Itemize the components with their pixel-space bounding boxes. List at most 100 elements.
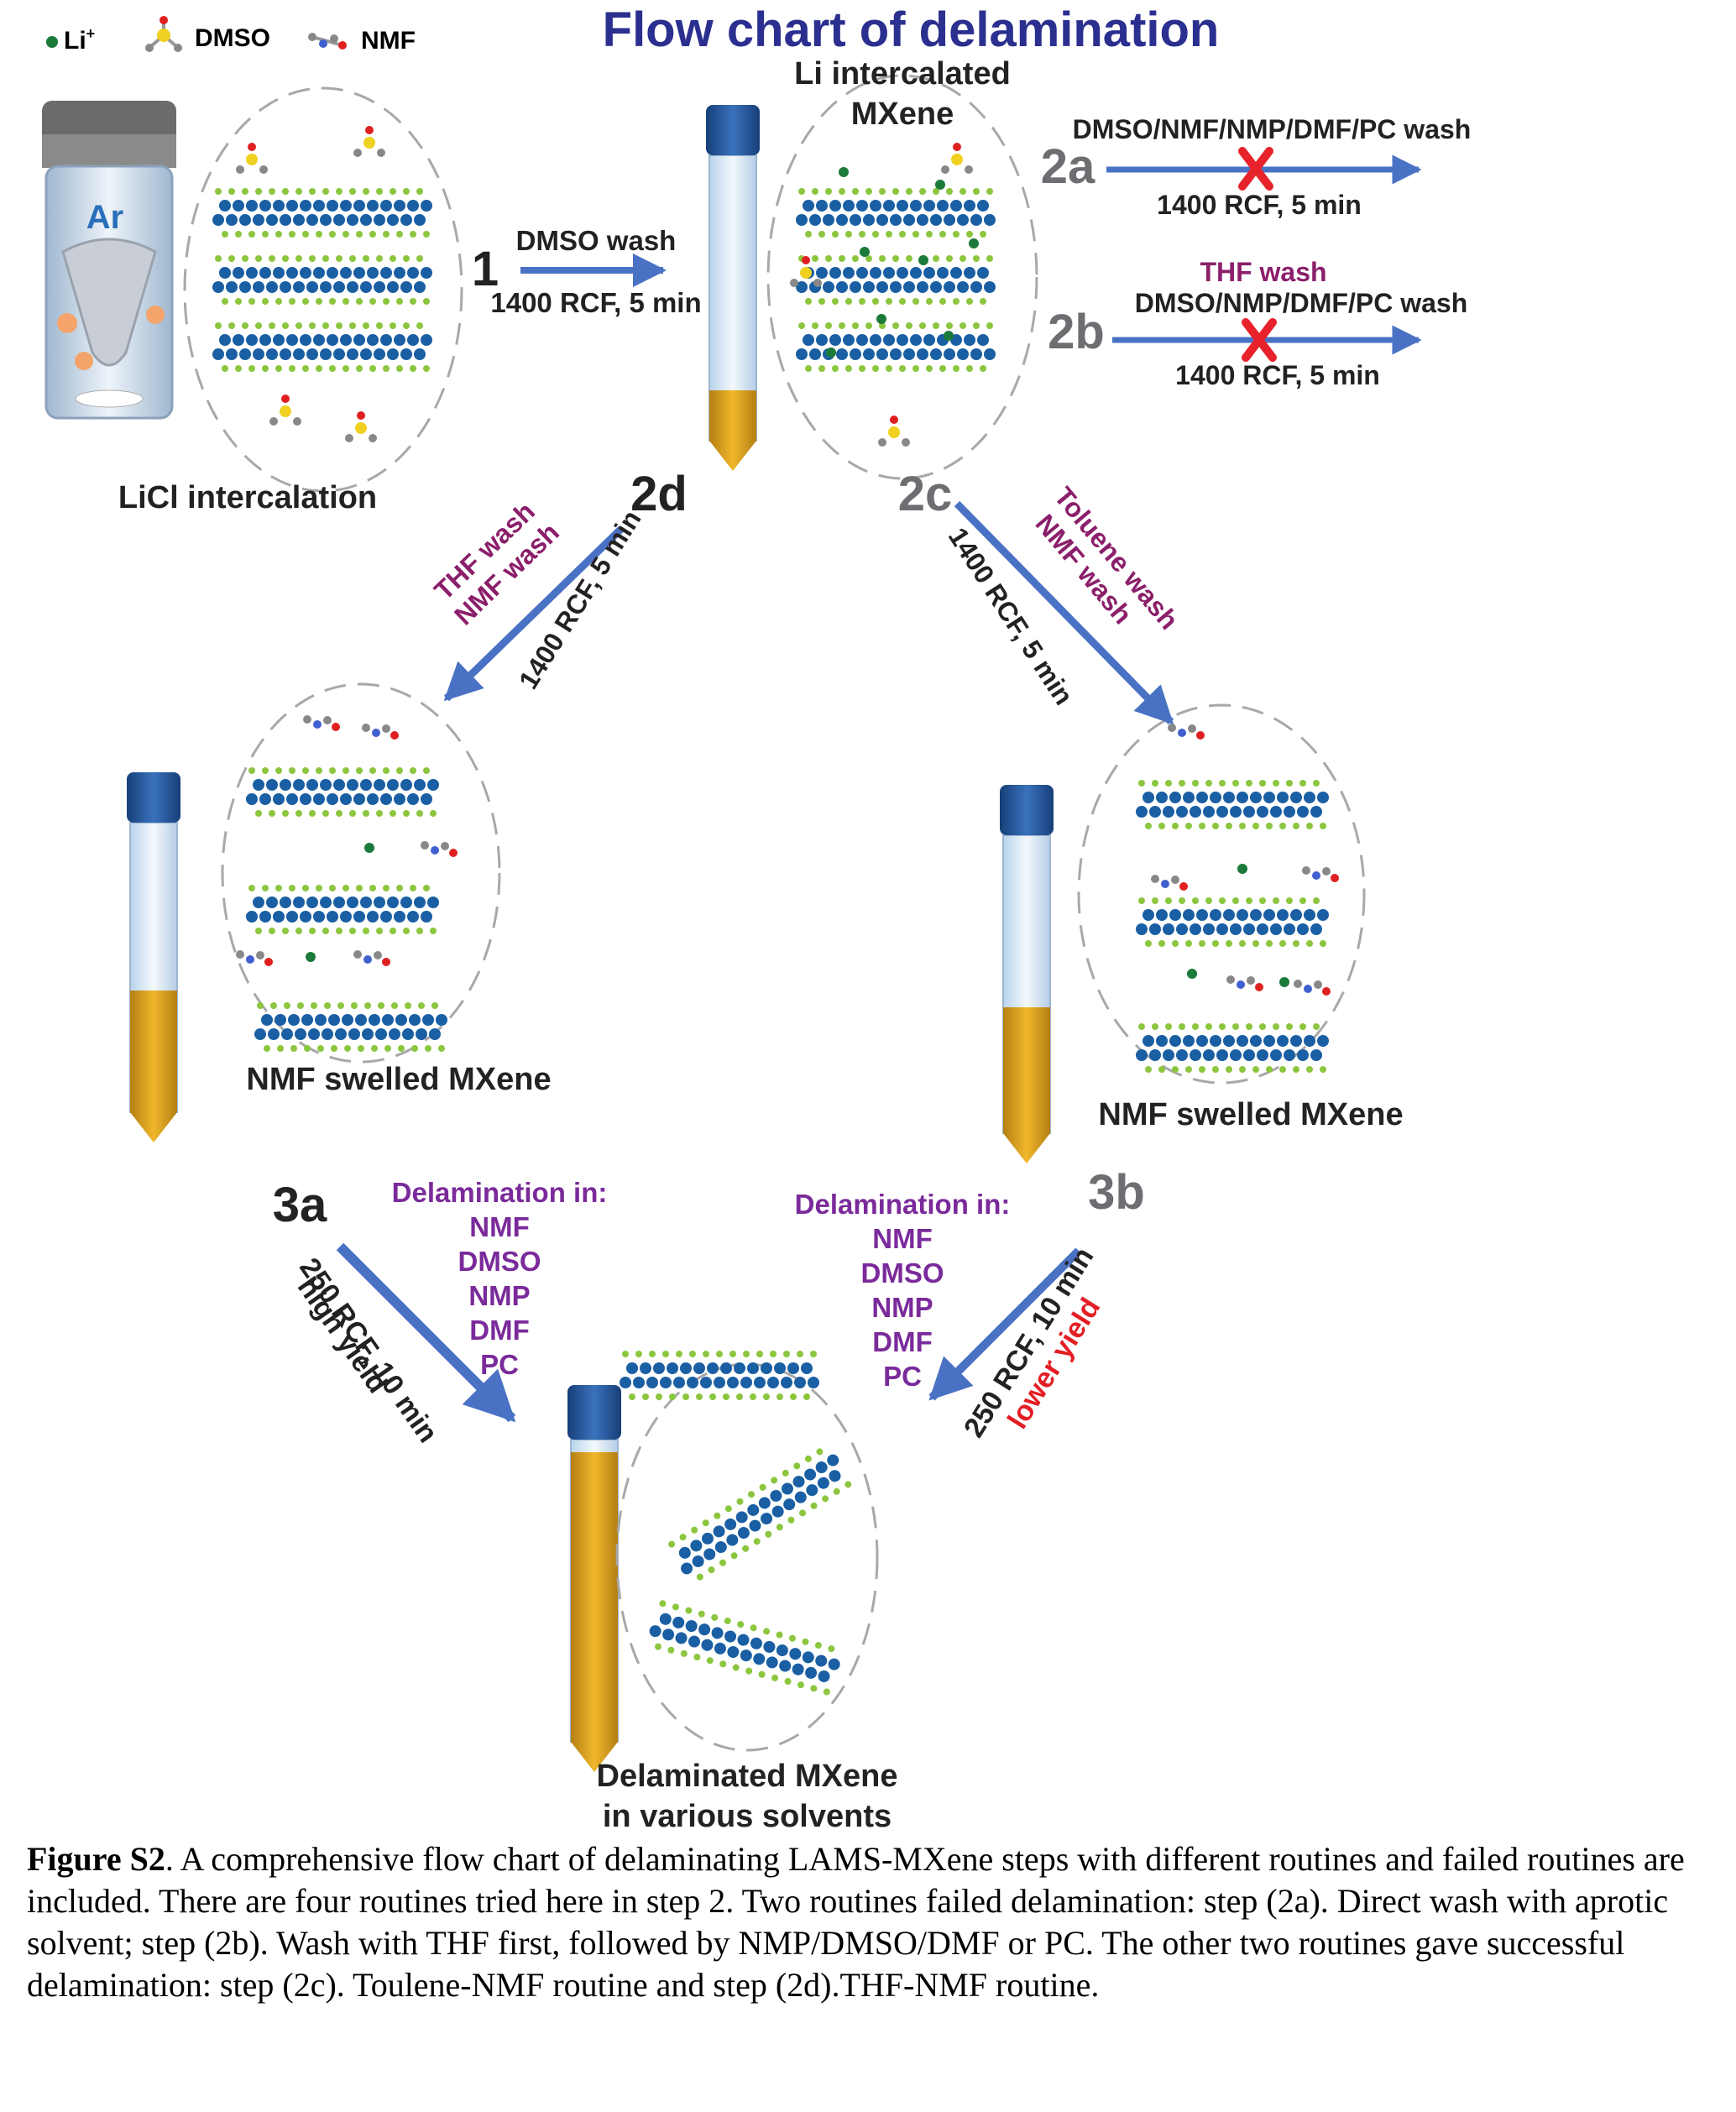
delaminated-tube (567, 1385, 621, 1772)
li-ion (860, 247, 870, 257)
dmso-molecule (236, 143, 268, 174)
solvent-left-1: NMF (469, 1211, 529, 1242)
mxene-sheet-tl-1 (212, 188, 432, 238)
li-mxene-label-line1: Li intercalated (794, 56, 1011, 91)
legend: Li+ DMSO NMF (46, 16, 416, 55)
li-ion (1187, 969, 1197, 979)
nmf-left-zoom-ellipse (221, 682, 501, 1064)
mxene-sheet-tl-3 (212, 322, 432, 372)
li-ion (1237, 864, 1247, 874)
step2c-arrow (954, 500, 1174, 725)
step2b-top-label-2: DMSO/NMP/DMF/PC wash (1135, 288, 1467, 318)
delaminated-sheet-3 (649, 1600, 840, 1696)
nmf-molecule (362, 724, 399, 740)
mxene-sheet-ml-1 (246, 767, 439, 817)
dmso-molecule (353, 126, 385, 157)
licl-intercalation-label: LiCl intercalation (118, 480, 377, 515)
solvent-right-4: DMF (872, 1326, 932, 1357)
nmf-swelled-left-label: NMF swelled MXene (246, 1062, 551, 1097)
dmso-molecule (941, 143, 973, 174)
li-ion (306, 952, 316, 962)
step1-top-label: DMSO wash (516, 225, 677, 256)
nmf-left-tube (127, 772, 180, 1142)
mxene-illustrations (127, 74, 1366, 1772)
nmf-molecule-icon (308, 33, 347, 50)
solvent-left-5: PC (480, 1349, 519, 1380)
nmf-molecule (1168, 724, 1205, 740)
figure-caption: Figure S2. A comprehensive flow chart of… (27, 1838, 1697, 2006)
step2c-number: 2c (898, 467, 953, 521)
mxene-sheet-tc-1 (796, 188, 996, 238)
li-ion (969, 238, 979, 248)
step3b-number: 3b (1088, 1165, 1145, 1220)
mxene-sheet-mr-2 (1136, 897, 1329, 947)
step2b-bottom-label: 1400 RCF, 5 min (1175, 360, 1380, 390)
step2a-bottom-label: 1400 RCF, 5 min (1157, 190, 1362, 220)
step2b-fail-x-icon (1242, 318, 1277, 362)
step2a-fail-x-icon (1238, 147, 1273, 191)
step2b-top-label-1: THF wash (1200, 257, 1326, 287)
li-mxene-zoom-ellipse (766, 74, 1038, 480)
mxene-sheet-tc-3 (796, 322, 996, 372)
step1-bottom-label: 1400 RCF, 5 min (490, 287, 701, 318)
mxene-sheet-mr-3 (1136, 1023, 1329, 1073)
step3a-arrow (336, 1242, 516, 1423)
solvent-right-3: NMP (871, 1292, 933, 1323)
li-ion (918, 255, 928, 265)
solvent-right-1: NMF (872, 1223, 932, 1254)
dmso-molecule-icon (145, 16, 182, 52)
step2a-number: 2a (1041, 139, 1095, 194)
legend-li: Li+ (64, 25, 95, 55)
li-ion (944, 331, 954, 341)
delam-heading-right: Delamination in: (795, 1189, 1011, 1220)
mxene-sheet-ml-2 (246, 885, 439, 934)
dmso-molecule (790, 256, 822, 287)
step3b-arrow (928, 1247, 1082, 1401)
mxene-sheet-tc-2 (796, 255, 996, 305)
argon-jar: Ar (42, 101, 176, 420)
delaminated-zoom-ellipse (615, 1362, 879, 1752)
step2b-number: 2b (1048, 305, 1105, 359)
dmso-molecule (269, 395, 301, 426)
dmso-molecule (878, 416, 910, 447)
step3a-number: 3a (273, 1178, 327, 1232)
final-label-line2: in various solvents (603, 1799, 892, 1830)
mxene-sheet-mr-1 (1136, 780, 1329, 829)
solvent-left-3: NMP (468, 1280, 530, 1311)
step2d-number: 2d (630, 467, 688, 521)
nmf-molecule (1151, 875, 1188, 891)
nmf-molecule (353, 950, 390, 966)
nmf-swelled-right-label: NMF swelled MXene (1098, 1097, 1403, 1132)
solvent-left-2: DMSO (458, 1246, 541, 1277)
flow-diagram: Flow chart of delamination Li+ DMSO NMF … (42, 3, 1471, 1830)
caption-bold: Figure S2 (27, 1840, 165, 1878)
nmf-right-zoom-ellipse (1077, 703, 1366, 1085)
li-mxene-label-line2: MXene (851, 97, 954, 132)
li-mxene-tube (706, 105, 760, 471)
solvent-list-left: NMF DMSO NMP DMF PC (458, 1211, 541, 1380)
li-ion (839, 167, 849, 177)
caption-text: . A comprehensive flow chart of delamina… (27, 1840, 1685, 2004)
nmf-molecule (1302, 866, 1339, 882)
solvent-right-2: DMSO (861, 1257, 944, 1289)
nmf-molecule (421, 841, 458, 857)
li-ion (935, 180, 945, 190)
li-ion-icon (46, 36, 58, 48)
solvent-list-right: NMF DMSO NMP DMF PC (861, 1223, 944, 1392)
solvent-left-4: DMF (469, 1315, 529, 1346)
mxene-sheet-ml-3 (254, 1002, 447, 1052)
solvent-right-5: PC (883, 1361, 922, 1392)
delam-heading-left: Delamination in: (392, 1177, 608, 1208)
li-ion (364, 843, 374, 853)
li-ion (876, 314, 886, 324)
nmf-right-tube (1000, 785, 1054, 1163)
delaminated-sheet-2 (668, 1448, 852, 1581)
li-ion (1279, 977, 1289, 987)
step1-number: 1 (472, 242, 499, 296)
legend-nmf: NMF (361, 27, 416, 55)
nmf-molecule (236, 950, 273, 966)
delaminated-sheet-1 (620, 1351, 819, 1400)
nmf-molecule (303, 715, 340, 731)
mxene-sheet-tl-2 (212, 255, 432, 305)
